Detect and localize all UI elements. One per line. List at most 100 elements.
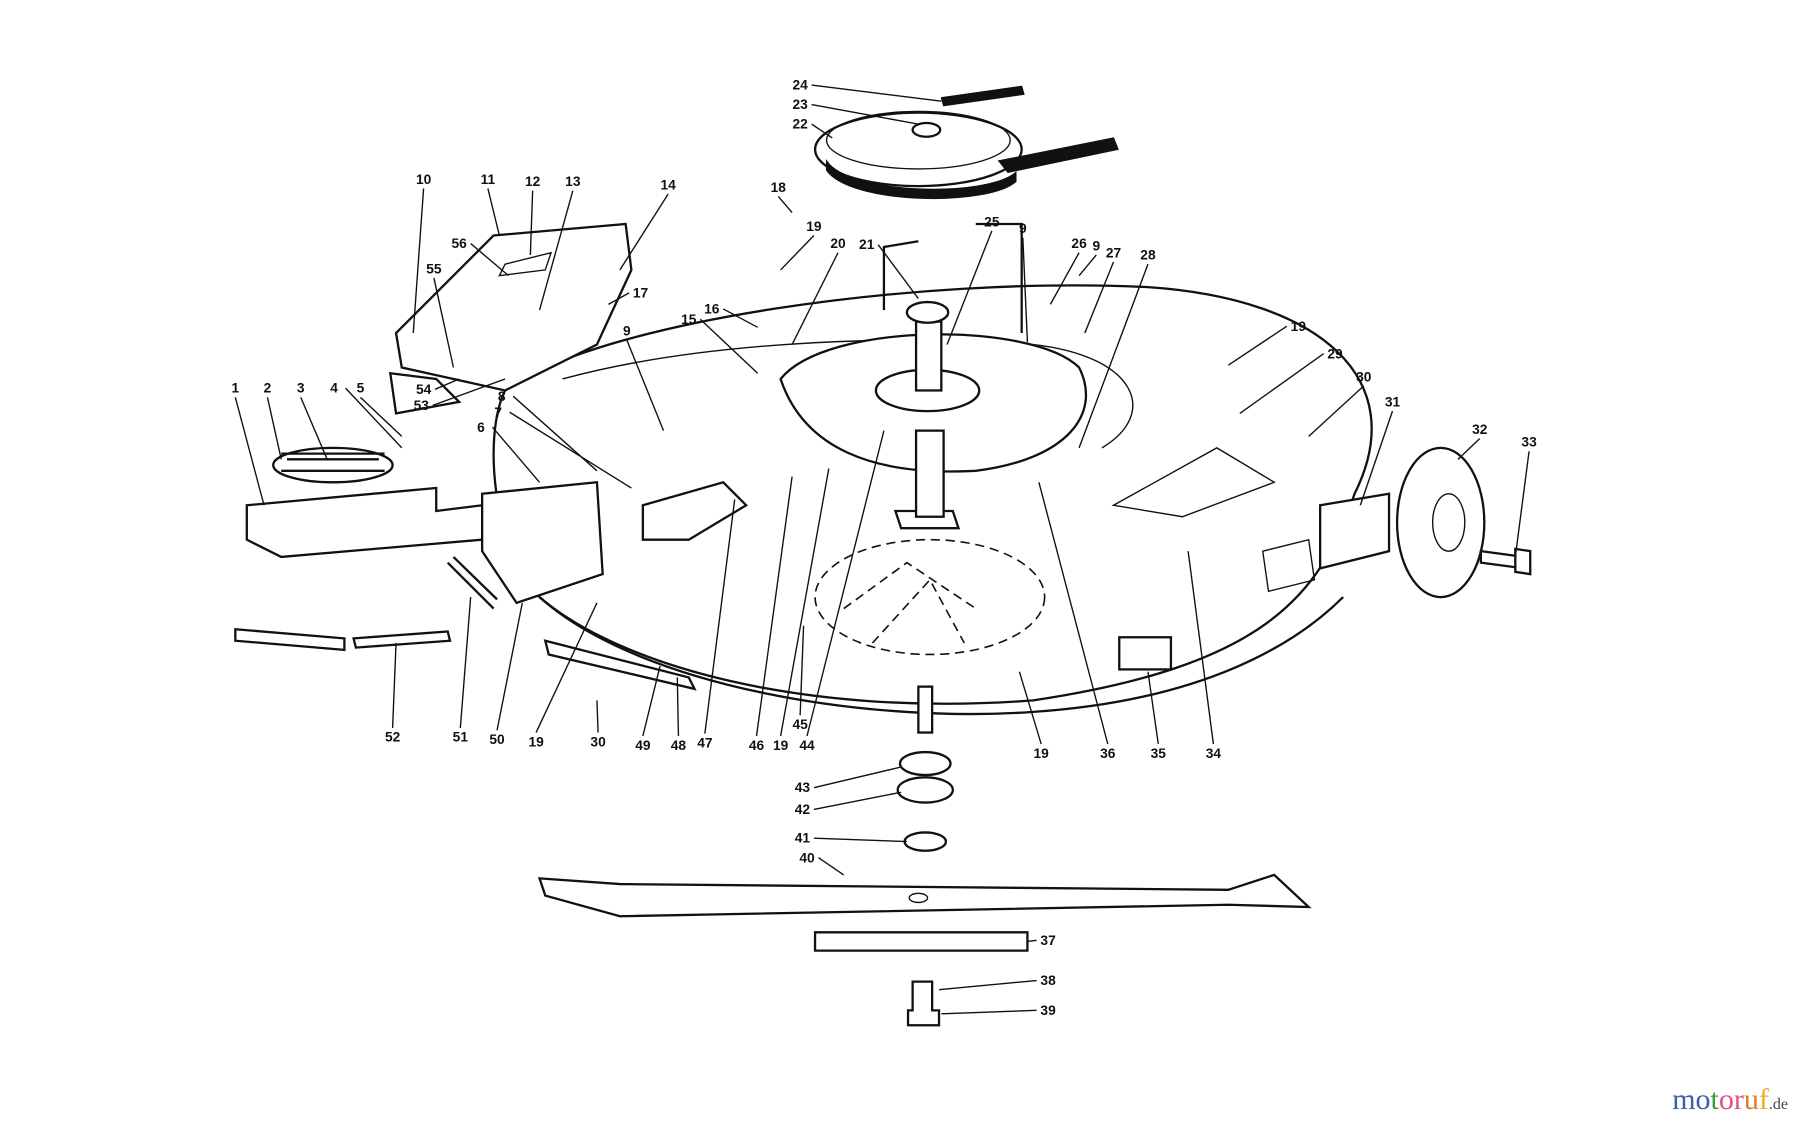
callout-50: 50 bbox=[489, 732, 505, 747]
leader-line-1 bbox=[234, 397, 265, 506]
watermark-suffix: .de bbox=[1768, 1096, 1788, 1113]
leader-line-5 bbox=[359, 396, 403, 437]
leader-line-28 bbox=[1078, 263, 1149, 449]
callout-9: 9 bbox=[1092, 238, 1100, 253]
leader-line-45 bbox=[799, 625, 805, 716]
leader-line-56 bbox=[470, 242, 509, 277]
callout-9: 9 bbox=[1019, 221, 1027, 236]
callout-11: 11 bbox=[481, 172, 496, 187]
leader-line-32 bbox=[1457, 438, 1481, 460]
leader-line-6 bbox=[491, 426, 541, 483]
leader-line-19 bbox=[1227, 325, 1288, 366]
leader-line-9 bbox=[1078, 254, 1097, 277]
leader-line-30 bbox=[1308, 385, 1365, 437]
callout-5: 5 bbox=[357, 381, 365, 396]
callout-52: 52 bbox=[385, 730, 401, 745]
callout-55: 55 bbox=[426, 261, 442, 276]
leader-line-19 bbox=[535, 602, 598, 733]
leader-line-16 bbox=[722, 308, 758, 328]
callout-19: 19 bbox=[773, 738, 789, 753]
leader-line-50 bbox=[496, 602, 523, 731]
leader-line-43 bbox=[813, 766, 902, 789]
callout-7: 7 bbox=[494, 405, 502, 420]
leader-line-22 bbox=[811, 123, 833, 139]
leader-lines bbox=[234, 84, 1530, 1015]
callout-43: 43 bbox=[795, 780, 811, 795]
callout-19: 19 bbox=[528, 734, 544, 749]
callout-10: 10 bbox=[416, 172, 432, 187]
callout-1: 1 bbox=[232, 381, 240, 396]
callout-12: 12 bbox=[525, 174, 541, 189]
callout-46: 46 bbox=[749, 738, 765, 753]
leader-line-51 bbox=[459, 597, 472, 729]
callout-21: 21 bbox=[859, 237, 875, 252]
callout-30: 30 bbox=[590, 734, 606, 749]
leader-line-21 bbox=[877, 244, 919, 300]
leader-line-2 bbox=[266, 397, 282, 460]
callout-2: 2 bbox=[264, 381, 272, 396]
leader-line-41 bbox=[813, 837, 907, 843]
leader-line-15 bbox=[699, 318, 759, 374]
leader-line-13 bbox=[538, 190, 574, 311]
callout-49: 49 bbox=[635, 738, 651, 753]
callout-24: 24 bbox=[792, 78, 808, 93]
watermark-brand: motoruf bbox=[1672, 1083, 1769, 1116]
callout-40: 40 bbox=[799, 850, 815, 865]
leader-line-25 bbox=[946, 230, 993, 345]
leader-line-30 bbox=[596, 700, 599, 733]
callout-9: 9 bbox=[623, 323, 631, 338]
leader-line-33 bbox=[1514, 451, 1530, 557]
callout-47: 47 bbox=[697, 735, 713, 750]
leader-line-37 bbox=[1027, 939, 1037, 943]
mower-blade bbox=[537, 873, 1312, 918]
leader-line-9 bbox=[626, 339, 665, 431]
callout-37: 37 bbox=[1040, 933, 1056, 948]
leader-line-31 bbox=[1359, 410, 1394, 506]
callout-44: 44 bbox=[799, 738, 815, 753]
blade-bolt bbox=[906, 980, 941, 1027]
leader-line-26 bbox=[1049, 252, 1080, 305]
callout-51: 51 bbox=[453, 730, 469, 745]
leader-line-34 bbox=[1187, 551, 1215, 745]
leader-line-47 bbox=[704, 499, 736, 734]
discharge-chute bbox=[388, 222, 633, 415]
watermark-logo: motoruf.de bbox=[1672, 1083, 1788, 1117]
callout-19: 19 bbox=[1291, 319, 1307, 334]
leader-line-55 bbox=[433, 277, 455, 368]
callout-16: 16 bbox=[704, 302, 720, 317]
callout-18: 18 bbox=[771, 180, 787, 195]
callout-53: 53 bbox=[414, 398, 430, 413]
leader-line-9 bbox=[1022, 237, 1029, 343]
leader-line-14 bbox=[619, 193, 669, 271]
callout-4: 4 bbox=[330, 381, 338, 396]
callout-41: 41 bbox=[795, 831, 811, 846]
leader-line-18 bbox=[777, 196, 793, 213]
leader-line-39 bbox=[941, 1009, 1037, 1015]
gauge-wheel bbox=[1319, 446, 1532, 599]
leader-line-10 bbox=[412, 188, 425, 334]
leader-line-11 bbox=[487, 188, 501, 236]
leader-line-24 bbox=[811, 84, 942, 102]
leader-line-44 bbox=[806, 430, 885, 737]
leader-line-54 bbox=[434, 378, 460, 390]
leader-line-7 bbox=[509, 411, 632, 489]
leader-line-12 bbox=[529, 190, 534, 256]
callout-8: 8 bbox=[498, 389, 506, 404]
callout-27: 27 bbox=[1106, 245, 1122, 260]
callout-28: 28 bbox=[1140, 248, 1156, 263]
callout-25: 25 bbox=[984, 214, 1000, 229]
deck-decal bbox=[1118, 636, 1173, 671]
spring-assembly bbox=[234, 446, 749, 652]
callout-23: 23 bbox=[792, 97, 808, 112]
callout-22: 22 bbox=[792, 117, 808, 132]
callout-45: 45 bbox=[792, 717, 808, 732]
callout-13: 13 bbox=[565, 174, 581, 189]
callout-39: 39 bbox=[1040, 1003, 1056, 1018]
leader-line-46 bbox=[755, 476, 793, 737]
leader-line-38 bbox=[938, 979, 1037, 991]
callout-17: 17 bbox=[633, 285, 649, 300]
callout-3: 3 bbox=[297, 381, 305, 396]
